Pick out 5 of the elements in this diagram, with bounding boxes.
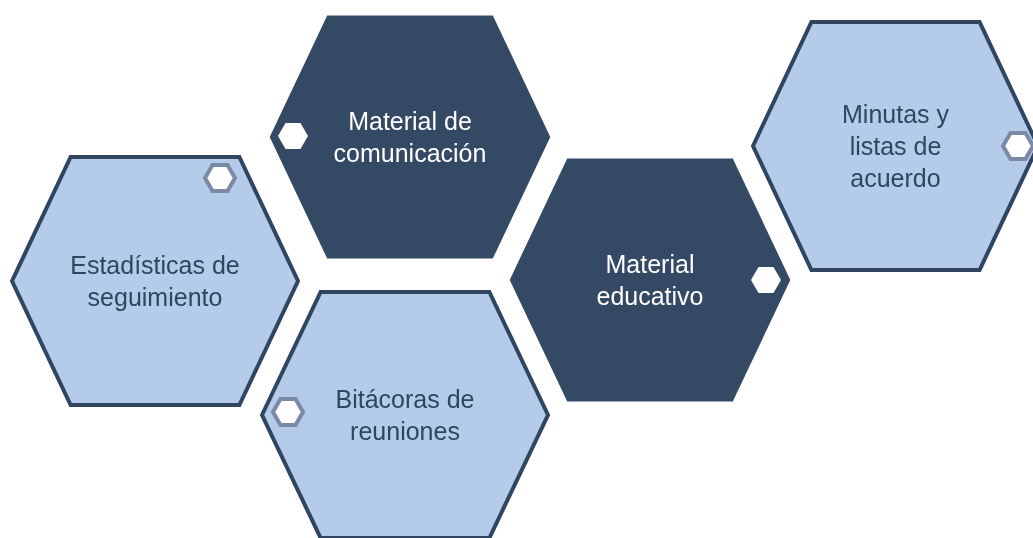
hexagon-label: Minutas y listas de acuerdo [841, 99, 950, 194]
hexagon-label: Material educativo [595, 249, 705, 312]
hexagon-label: Material de comunicación [332, 106, 488, 169]
hexagon-label: Estadísticas de seguimiento [69, 250, 241, 313]
hexagon-label: Bitácoras de reuniones [334, 384, 476, 447]
